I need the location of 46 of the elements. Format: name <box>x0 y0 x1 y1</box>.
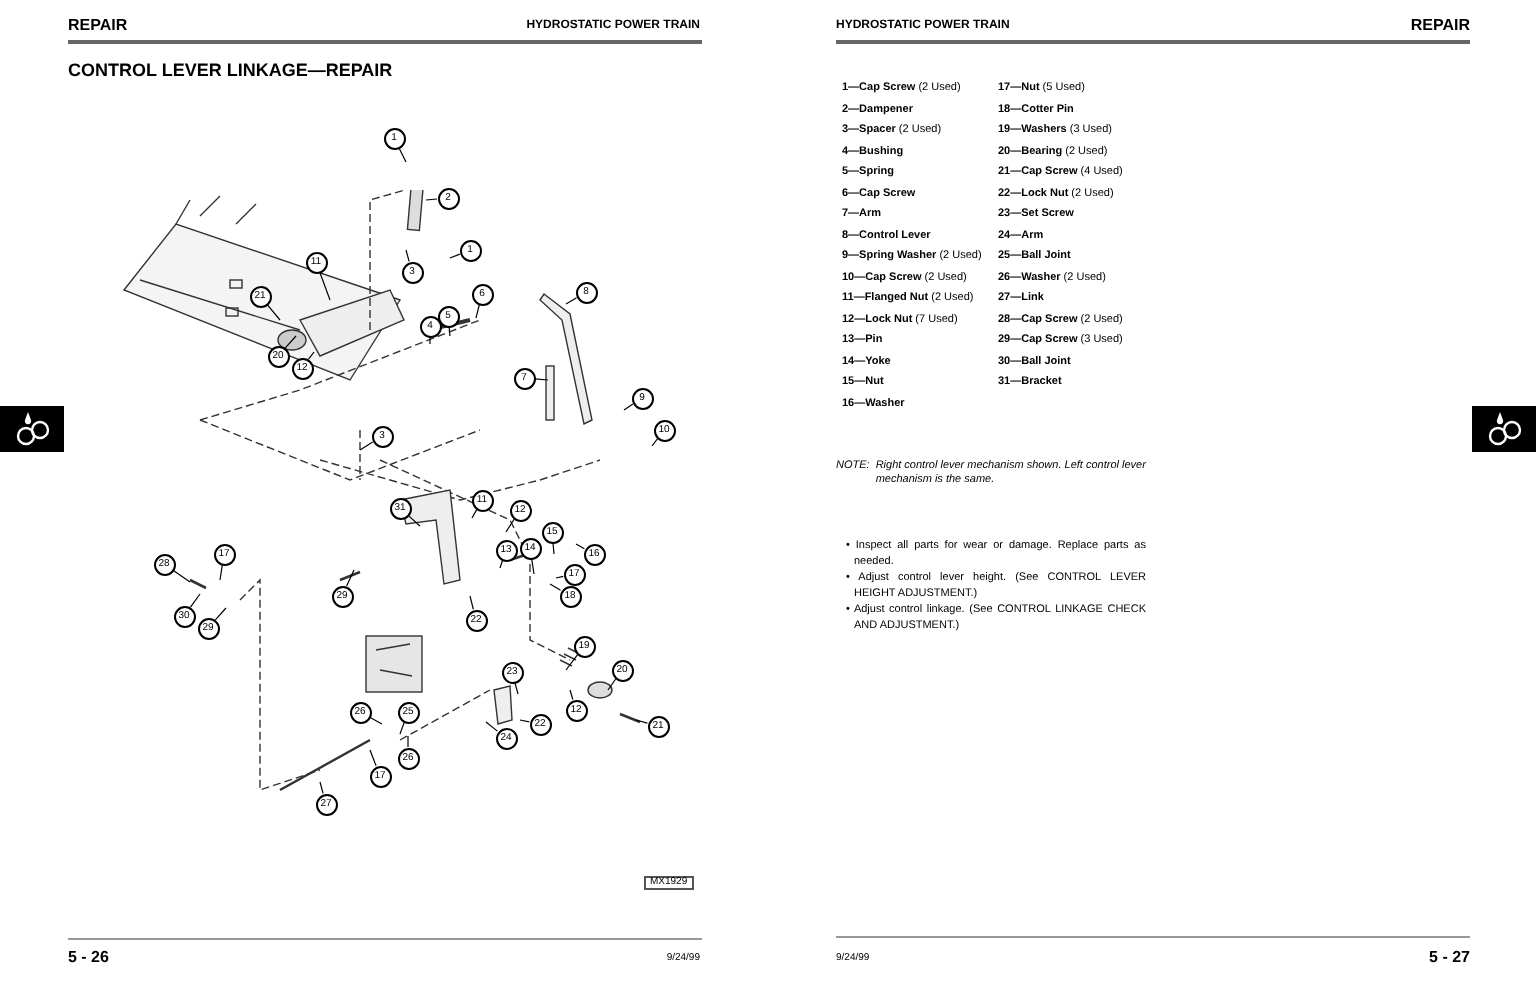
leader-line <box>475 304 480 319</box>
leader-line <box>519 719 530 723</box>
leader-line <box>607 678 617 691</box>
leader-line <box>407 514 421 527</box>
leader-line <box>369 749 377 767</box>
leader-line <box>172 569 191 583</box>
leader-line <box>407 735 409 748</box>
leader-line <box>505 518 515 533</box>
leader-line <box>405 249 410 262</box>
leader-line <box>214 607 227 621</box>
leader-line <box>319 781 324 794</box>
leader-line <box>319 271 331 301</box>
leader-line <box>469 595 474 610</box>
leader-line <box>399 721 405 735</box>
leader-line <box>284 335 297 349</box>
leader-line <box>575 543 585 550</box>
leader-line <box>565 654 578 671</box>
leader-line <box>565 297 578 305</box>
leader-line <box>552 542 555 555</box>
leader-line <box>346 569 355 587</box>
leader-line <box>555 575 564 579</box>
leader-line <box>514 682 519 695</box>
leader-line <box>549 583 562 591</box>
leader-line <box>449 253 461 259</box>
leader-line <box>425 198 438 201</box>
leader-line <box>266 303 281 321</box>
leader-line <box>651 438 658 447</box>
leader-line <box>471 509 478 519</box>
section-heading: REPAIR <box>68 18 128 34</box>
leader-line <box>189 593 201 608</box>
leader-line <box>635 719 648 724</box>
page-number: 5 - 27 <box>1429 950 1470 966</box>
leader-line <box>623 403 634 411</box>
leader-line <box>308 351 315 360</box>
leader-line <box>219 564 223 581</box>
leader-line <box>485 721 498 732</box>
leader-line <box>369 716 383 725</box>
leader-line <box>534 378 549 381</box>
page-title: CONTROL LEVER LINKAGE—REPAIR <box>68 62 393 80</box>
page-number: 5 - 26 <box>68 950 109 966</box>
leader-line <box>359 441 374 451</box>
leader-line <box>531 558 535 575</box>
leader-line <box>499 559 504 569</box>
section-heading: REPAIR <box>1410 18 1470 34</box>
leader-line <box>569 689 574 701</box>
leader-line <box>429 336 431 345</box>
